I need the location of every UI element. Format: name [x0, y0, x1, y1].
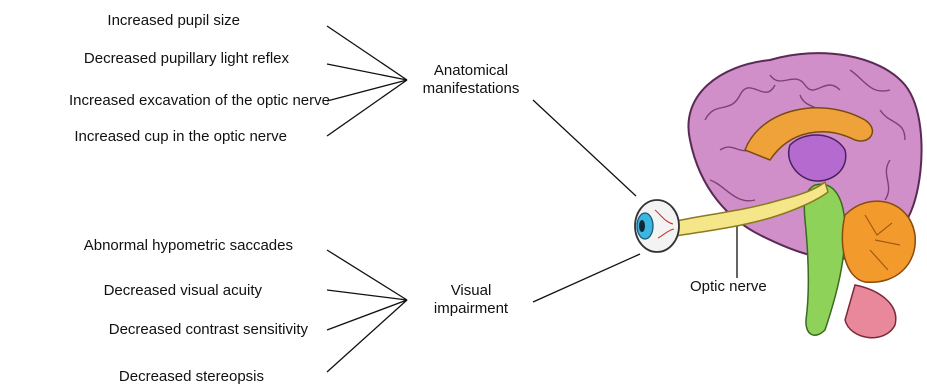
- connector-vis-4: [326, 299, 408, 373]
- corpus-callosum: [744, 107, 874, 161]
- eye-icon: [634, 199, 680, 253]
- visual-item-1: Abnormal hypometric saccades: [83, 237, 293, 254]
- anatomical-item-4: Increased cup in the optic nerve: [74, 128, 287, 145]
- visual-item-4: Decreased stereopsis: [118, 368, 264, 385]
- visual-group-label: Visual impairment: [412, 282, 530, 318]
- connector-vis-to-eye: [532, 253, 641, 303]
- connector-anat-to-eye: [532, 99, 637, 197]
- connector-anat-4: [326, 79, 408, 137]
- brainstem: [803, 183, 846, 336]
- thalamus: [788, 134, 847, 182]
- cerebellum: [841, 200, 916, 283]
- anatomical-group-line2: manifestations: [422, 80, 520, 97]
- visual-group-line1: Visual: [450, 282, 492, 299]
- anatomical-item-1: Increased pupil size: [107, 12, 240, 29]
- connector-vis-2: [326, 289, 408, 301]
- connector-vis-3: [326, 299, 408, 331]
- spinal-base: [844, 284, 897, 339]
- anatomical-group-line1: Anatomical: [433, 62, 509, 79]
- anatomical-item-3: Increased excavation of the optic nerve: [69, 92, 330, 109]
- anatomical-group-label: Anatomical manifestations: [412, 62, 530, 98]
- connector-anat-3: [326, 79, 408, 102]
- connector-anat-1: [326, 25, 408, 81]
- optic-nerve-pathway: [671, 180, 829, 237]
- visual-group-line2: impairment: [433, 300, 509, 317]
- anatomical-item-2: Decreased pupillary light reflex: [83, 50, 289, 67]
- visual-item-2: Decreased visual acuity: [103, 282, 262, 299]
- visual-item-3: Decreased contrast sensitivity: [108, 321, 308, 338]
- optic-nerve-callout: Optic nerve: [690, 278, 767, 295]
- connector-anat-2: [326, 63, 408, 81]
- connector-vis-1: [326, 249, 408, 301]
